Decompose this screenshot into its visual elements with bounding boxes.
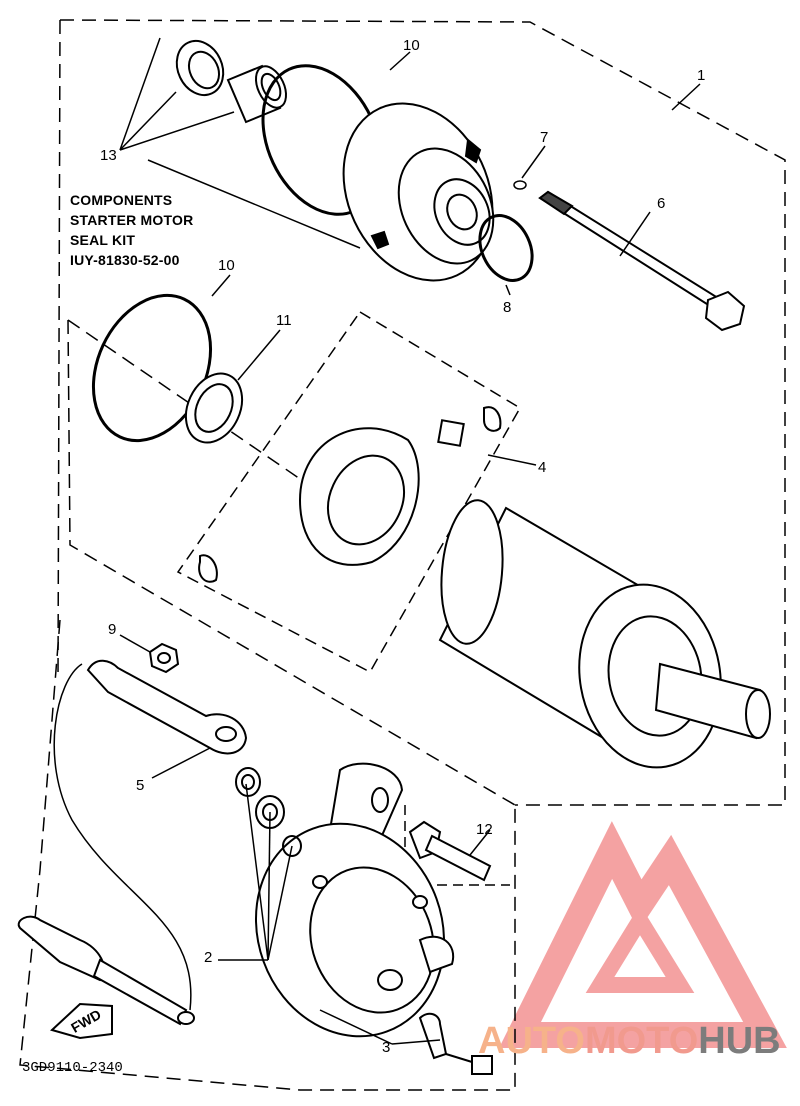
washer-11 (184, 372, 244, 444)
callout-6: 6 (657, 195, 665, 212)
callout-3: 3 (382, 1039, 390, 1056)
fwd-arrow-icon: FWD (50, 1002, 113, 1040)
callout-12: 12 (476, 821, 493, 838)
bolt-12 (408, 820, 492, 882)
nut-9 (148, 642, 180, 674)
kit-note-line-1: COMPONENTS (70, 192, 173, 208)
rear-cover (342, 102, 495, 282)
brush-plate-4 (198, 406, 502, 583)
callout-9: 9 (108, 621, 116, 638)
watermark-moto: MOTO (584, 1020, 699, 1062)
leader-lines (119, 37, 701, 1045)
callout-13: 13 (100, 147, 117, 164)
front-cover-outline (19, 619, 516, 1091)
callout-10-left: 10 (218, 257, 235, 274)
drawing-code: 3GD9110-2340 (22, 1060, 123, 1076)
watermark-auto: AUTO (478, 1020, 585, 1062)
callout-4: 4 (538, 459, 546, 476)
callout-1: 1 (697, 67, 705, 84)
o-ring-8 (478, 214, 534, 282)
terminal-bolt-3 (418, 1012, 493, 1075)
motor-yoke (438, 499, 771, 769)
terminal-lead-5 (53, 659, 248, 1011)
needle-bearing-13 (226, 64, 288, 124)
watermark-text: AUTOMOTOHUB (478, 1020, 781, 1063)
kit-note-line-4: IUY-81830-52-00 (70, 252, 180, 268)
callout-8: 8 (503, 299, 511, 316)
callout-11: 11 (276, 312, 292, 329)
callout-10-top: 10 (403, 37, 420, 54)
o-ring-7 (513, 180, 527, 190)
callout-5: 5 (136, 777, 144, 794)
callout-2: 2 (204, 949, 212, 966)
callout-7: 7 (540, 129, 548, 146)
kit-note-line-2: STARTER MOTOR (70, 212, 194, 228)
brush-group-outline-4 (176, 310, 522, 673)
lower-lead (17, 915, 195, 1026)
front-cover (254, 762, 455, 1038)
watermark-logo (499, 821, 787, 1048)
watermark-hub: HUB (698, 1020, 781, 1062)
kit-note-line-3: SEAL KIT (70, 232, 136, 248)
through-bolt-6 (538, 190, 746, 332)
oil-seal-13 (175, 39, 225, 97)
